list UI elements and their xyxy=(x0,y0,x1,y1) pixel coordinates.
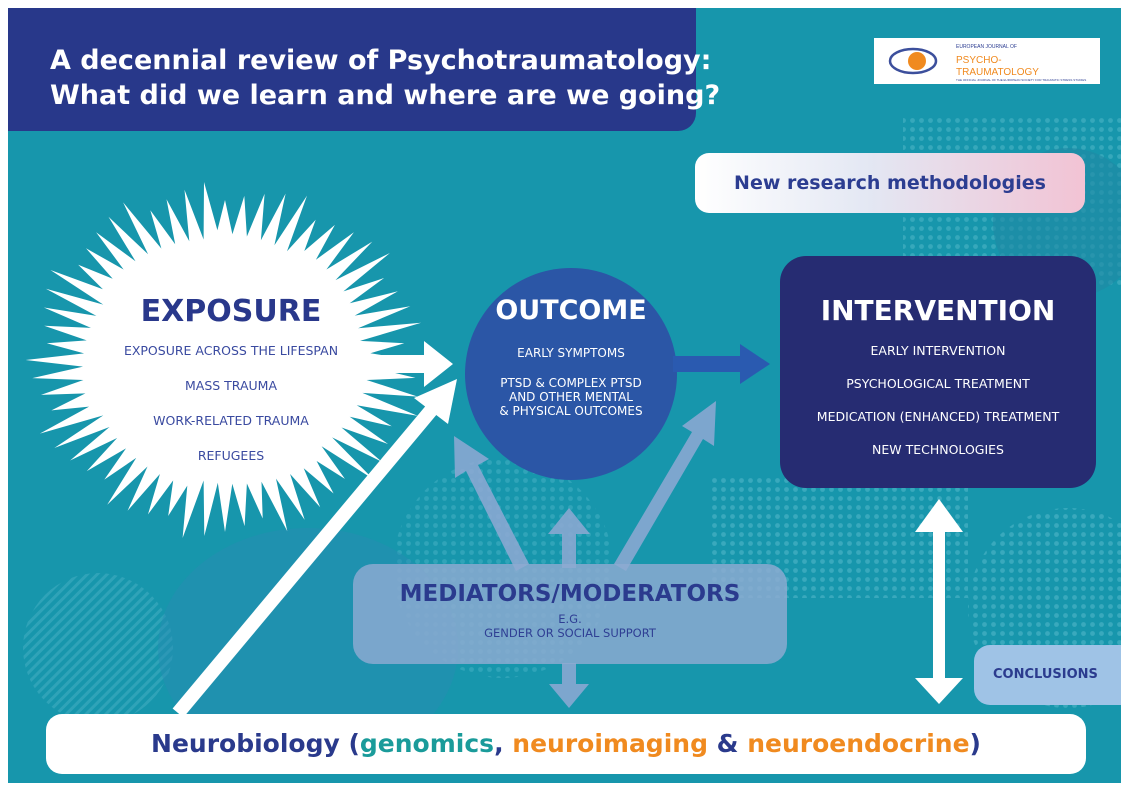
mediator-arrows xyxy=(454,401,716,708)
mediator-arrow-up xyxy=(548,508,590,568)
neurobiology-text-start: Neurobiology ( xyxy=(151,729,360,758)
exposure-to-outcome-arrow xyxy=(318,341,453,387)
mediators-example-text: GENDER OR SOCIAL SUPPORT xyxy=(484,626,656,640)
intervention-box xyxy=(780,256,1096,488)
neuroendocrine-text: neuroendocrine xyxy=(747,729,970,758)
mediators-heading: MEDIATORS/MODERATORS xyxy=(399,581,741,607)
conclusions-label: CONCLUSIONS xyxy=(993,667,1098,682)
intervention-item: MEDICATION (ENHANCED) TREATMENT xyxy=(816,409,1060,424)
exposure-node: EXPOSURE EXPOSURE ACROSS THE LIFESPAN MA… xyxy=(36,294,426,494)
exposure-starburst xyxy=(25,182,422,538)
outcome-item: PTSD & COMPLEX PTSD xyxy=(500,376,642,390)
neurobiology-bar: Neurobiology (genomics, neuroimaging & n… xyxy=(46,714,1086,774)
logo-emblem-icon xyxy=(908,52,926,70)
double-arrow-head-up xyxy=(915,499,963,532)
outcome-circle xyxy=(465,268,677,480)
infographic-canvas: EUROPEAN JOURNAL OF PSYCHO- TRAUMATOLOGY… xyxy=(8,8,1121,783)
genomics-text: genomics xyxy=(359,729,495,758)
exposure-item: REFUGEES xyxy=(197,448,265,463)
double-arrow-head-down xyxy=(915,678,963,704)
neurobiology-to-outcome-arrow-shaft xyxy=(172,403,439,718)
exposure-heading: EXPOSURE xyxy=(140,294,322,329)
title-line-1: A decennial review of Psychotraumatology… xyxy=(50,45,712,76)
neurobiology-to-outcome-arrowhead xyxy=(414,379,457,424)
striped-circle-bottom-left xyxy=(23,573,173,723)
neuroimaging-text: neuroimaging xyxy=(512,729,708,758)
outcome-node: OUTCOME EARLY SYMPTOMS PTSD & COMPLEX PT… xyxy=(466,294,676,418)
logo-name-line1: PSYCHO- xyxy=(956,55,1002,66)
mediator-arrow-down xyxy=(549,663,589,708)
logo-name-line2: TRAUMATOLOGY xyxy=(956,67,1039,78)
intervention-item: EARLY INTERVENTION xyxy=(870,343,1006,358)
intervention-node: INTERVENTION EARLY INTERVENTION PSYCHOLO… xyxy=(780,294,1096,476)
outcome-item: EARLY SYMPTOMS xyxy=(517,346,625,360)
outcome-item: & PHYSICAL OUTCOMES xyxy=(499,404,643,418)
mediator-arrow-left xyxy=(454,436,529,571)
exposure-item: WORK-RELATED TRAUMA xyxy=(153,413,309,428)
neurobiology-separator: & xyxy=(707,729,748,758)
new-research-methodologies-label: New research methodologies xyxy=(734,172,1046,194)
intervention-item: PSYCHOLOGICAL TREATMENT xyxy=(846,376,1030,391)
exposure-item: EXPOSURE ACROSS THE LIFESPAN xyxy=(123,343,339,358)
logo-tagline: THE OFFICIAL JOURNAL OF THE EUROPEAN SOC… xyxy=(956,78,1086,82)
logo-kicker: EUROPEAN JOURNAL OF xyxy=(956,44,1017,50)
neurobiology-text-end: ) xyxy=(969,729,981,758)
outcome-to-intervention-arrow xyxy=(673,344,770,384)
mediators-example-label: E.G. xyxy=(558,612,582,626)
conclusions-tab: CONCLUSIONS xyxy=(974,645,1121,705)
exposure-item: MASS TRAUMA xyxy=(184,378,278,393)
intervention-item: NEW TECHNOLOGIES xyxy=(872,442,1004,457)
new-research-methodologies-box: New research methodologies xyxy=(695,153,1085,213)
title-banner xyxy=(8,8,696,131)
outcome-item: AND OTHER MENTAL xyxy=(509,390,633,404)
logo-emblem-ring xyxy=(888,47,938,75)
neurobiology-separator: , xyxy=(494,729,513,758)
mediator-arrow-right xyxy=(614,401,716,571)
mediators-moderators-box xyxy=(353,564,787,664)
intervention-heading: INTERVENTION xyxy=(820,294,1056,327)
mediators-moderators-node: MEDIATORS/MODERATORS E.G. GENDER OR SOCI… xyxy=(353,580,787,640)
neurobiology-label: Neurobiology (genomics, neuroimaging & n… xyxy=(151,729,981,758)
intervention-conclusions-double-arrow xyxy=(915,499,963,704)
double-arrow-shaft xyxy=(933,530,945,684)
outcome-heading: OUTCOME xyxy=(495,295,647,326)
title-line-2: What did we learn and where are we going… xyxy=(50,80,721,111)
